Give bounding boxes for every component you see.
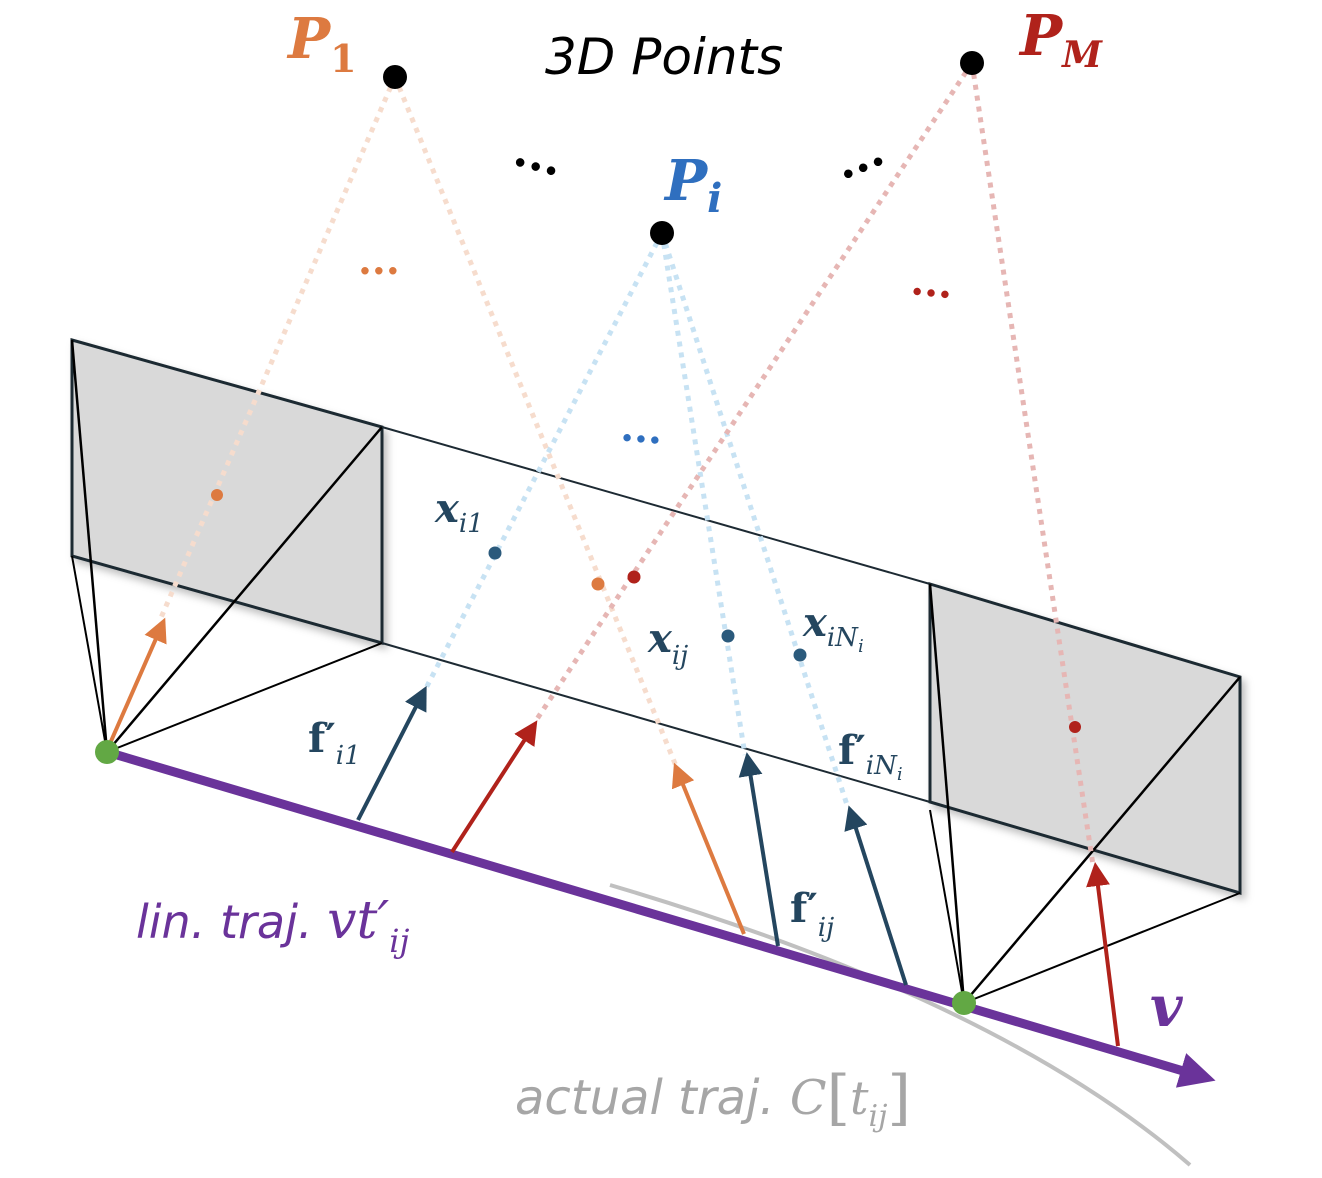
ellipsis-black-left: ... — [509, 122, 569, 187]
label-xiNi: xiNi — [802, 599, 864, 657]
label-pi-sub: i — [707, 175, 722, 222]
bearing-arrow-orange-mid — [671, 762, 746, 935]
right-frustum-edge — [929, 809, 965, 1004]
ray-pm-mid — [532, 61, 975, 724]
bearing-arrow-red-right — [1086, 862, 1120, 1047]
ellipsis-orange: ... — [358, 237, 400, 284]
left-frustum-edge — [106, 642, 383, 753]
label-xi1: xi1 — [434, 485, 484, 539]
image-point-orange-mid — [591, 577, 605, 591]
right-frustum-edge — [963, 892, 1241, 1004]
point-pi — [650, 221, 674, 245]
ellipsis-blue: ... — [619, 403, 665, 453]
bearing-arrow-red-mid — [450, 720, 538, 854]
actual-trajectory-curve — [609, 883, 1192, 1167]
label-f-iNi: f′iNi — [838, 727, 903, 785]
right-frustum-edge — [963, 676, 1241, 1004]
bearing-arrow-orange-left — [106, 617, 167, 749]
image-point-red-mid — [627, 570, 641, 584]
bearing-arrow-f-iNi — [844, 805, 908, 986]
label-xij: xij — [647, 615, 688, 671]
left-image-plane — [70, 338, 384, 645]
label-pm: PM — [1018, 3, 1103, 76]
label-velocity: v — [1150, 974, 1184, 1040]
image-point-xiNi — [793, 648, 807, 662]
label-pm-sub: M — [1060, 34, 1103, 76]
title-3d-points: 3D Points — [545, 28, 783, 86]
label-pm-base: P — [1018, 3, 1064, 69]
linear-trajectory-line — [105, 747, 1216, 1088]
ray-pi-Ni — [659, 232, 851, 809]
bearing-arrow-f-ij — [738, 752, 780, 947]
camera-center-left — [95, 740, 119, 764]
label-pi-base: P — [663, 148, 709, 214]
ray-pi-j — [659, 232, 748, 756]
label-f-ij: f′ij — [790, 885, 834, 943]
ellipsis-black-right: ... — [826, 122, 891, 190]
bearing-arrows — [106, 617, 1120, 1047]
point-p1 — [383, 65, 407, 89]
image-point-orange-left — [211, 489, 223, 501]
left-frustum-edge — [70, 339, 109, 753]
image-point-red-right — [1069, 721, 1081, 733]
image-point-xi1 — [488, 546, 502, 560]
left-camera-frustum — [70, 338, 384, 753]
ray-p1-mid — [392, 76, 679, 767]
right-frustum-edge — [928, 583, 966, 1004]
label-p1: P1 — [286, 6, 357, 81]
ellipsis-red: ... — [909, 257, 955, 308]
point-pm — [960, 51, 984, 75]
left-frustum-edge — [71, 555, 108, 753]
right-camera-frustum — [928, 581, 1242, 1004]
right-image-plane — [928, 581, 1242, 896]
left-frustum-edge — [106, 426, 383, 753]
camera-center-right — [952, 991, 976, 1015]
label-pi: Pi — [663, 148, 722, 222]
bearing-arrow-f-i1 — [356, 685, 427, 821]
label-linear-trajectory: lin. traj. vt′ij — [136, 891, 409, 960]
label-f-i1: f′i1 — [308, 715, 361, 771]
label-p1-base: P — [286, 6, 332, 72]
label-actual-trajectory: actual traj. C[tij] — [515, 1063, 911, 1134]
ray-pi-1 — [422, 231, 665, 692]
label-p1-sub: 1 — [330, 36, 356, 81]
image-point-xij — [721, 629, 735, 643]
plane-connector-top — [381, 426, 931, 585]
